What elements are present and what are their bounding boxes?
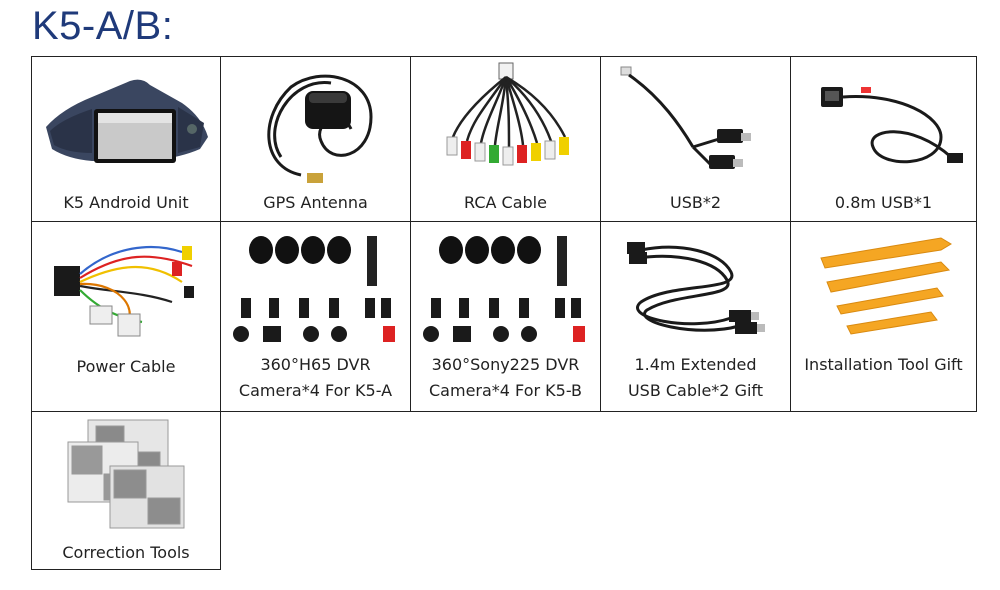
item-label: Correction Tools <box>62 543 190 562</box>
item-label-line2: USB Cable*2 Gift <box>627 381 764 400</box>
item-cell-usb-08m: 0.8m USB*1 <box>790 56 977 222</box>
item-label: USB*2 <box>669 193 722 212</box>
gps-antenna-icon <box>221 57 410 187</box>
item-cell-gps-antenna: GPS Antenna <box>220 56 411 222</box>
android-unit-icon <box>32 57 220 187</box>
item-cell-rca-cable: RCA Cable <box>410 56 601 222</box>
item-label: Installation Tool Gift <box>804 355 963 374</box>
extended-usb-cable-icon <box>601 222 790 354</box>
usb-cable-icon <box>791 57 976 187</box>
item-cell-android-unit: K5 Android Unit <box>31 56 221 222</box>
item-cell-dvr-camera-a: 360°H65 DVR Camera*4 For K5-A <box>220 221 411 412</box>
dvr-camera-kit-icon <box>221 222 410 354</box>
item-label-line2: Camera*4 For K5-B <box>429 381 582 400</box>
usb-cable-icon <box>601 57 790 187</box>
item-label: RCA Cable <box>464 193 547 212</box>
item-label: GPS Antenna <box>263 193 368 212</box>
item-cell-power-cable: Power Cable <box>31 221 221 412</box>
item-label: Power Cable <box>76 357 176 376</box>
item-cell-correction-tools: Correction Tools <box>31 411 221 570</box>
item-cell-extended-usb: 1.4m Extended USB Cable*2 Gift <box>600 221 791 412</box>
item-cell-installation-tool: Installation Tool Gift <box>790 221 977 412</box>
item-label: 360°H65 DVR <box>260 355 371 374</box>
page-title: K5-A/B: <box>32 4 174 48</box>
power-cable-icon <box>32 222 220 352</box>
item-label: 360°Sony225 DVR <box>431 355 580 374</box>
item-label: K5 Android Unit <box>63 193 189 212</box>
rca-cable-icon <box>411 57 600 187</box>
item-label: 0.8m USB*1 <box>834 193 933 212</box>
dvr-camera-kit-icon <box>411 222 600 354</box>
item-label-line2: Camera*4 For K5-A <box>238 381 393 400</box>
item-cell-dvr-camera-b: 360°Sony225 DVR Camera*4 For K5-B <box>410 221 601 412</box>
correction-cloth-icon <box>32 412 220 536</box>
item-label: 1.4m Extended <box>634 355 757 374</box>
installation-tool-icon <box>791 222 976 354</box>
item-cell-usb: USB*2 <box>600 56 791 222</box>
